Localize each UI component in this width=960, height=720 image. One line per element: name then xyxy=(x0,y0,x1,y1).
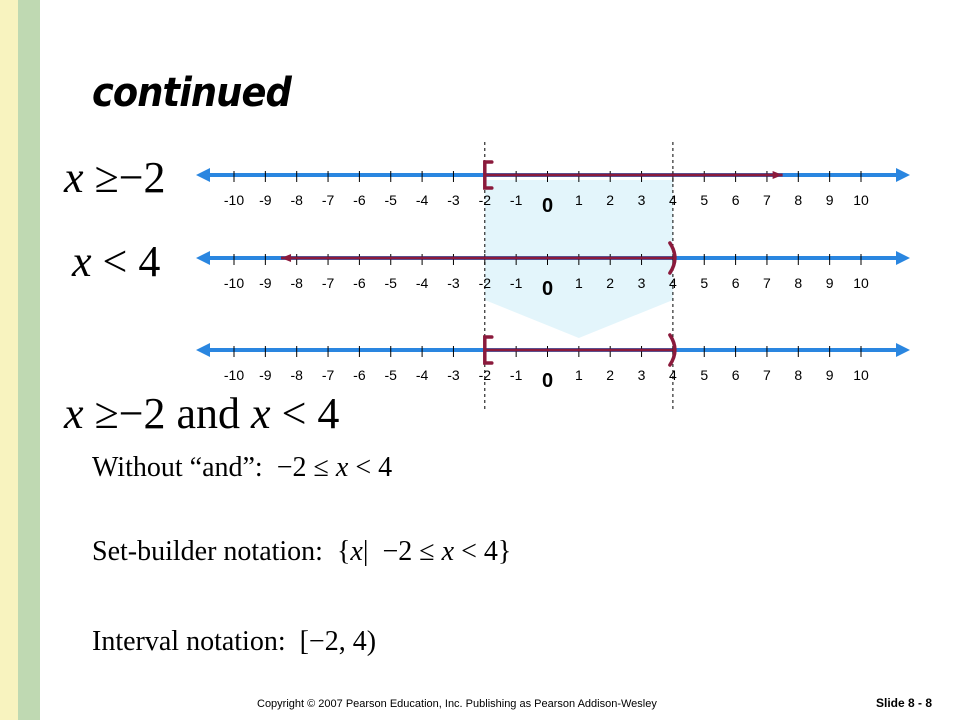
tick-label-3: 3 xyxy=(638,275,646,291)
tick-label-3: 3 xyxy=(638,367,646,383)
tick-label-5: 5 xyxy=(700,192,708,208)
slide-number: Slide 8 - 8 xyxy=(876,696,933,710)
tick-label-0: 0 xyxy=(542,278,553,300)
slide-title: continued xyxy=(92,70,292,116)
tick-label--4: -4 xyxy=(416,275,429,291)
axis-arrow-right xyxy=(896,343,910,357)
tick-label--5: -5 xyxy=(385,192,398,208)
tick-label-0: 0 xyxy=(542,370,553,392)
side-stripe-light xyxy=(0,0,18,720)
open-paren-1 xyxy=(668,333,677,367)
tick-label-7: 7 xyxy=(763,192,771,208)
solution-arrowhead xyxy=(281,254,292,262)
axis-arrow-right xyxy=(896,251,910,265)
tick-label--5: -5 xyxy=(385,275,398,291)
interval-statement: Interval notation: [−2, 4) xyxy=(92,626,377,657)
tick-label--7: -7 xyxy=(322,275,335,291)
tick-label--2: -2 xyxy=(479,275,492,291)
open-paren-0 xyxy=(668,241,677,275)
tick-label-1: 1 xyxy=(575,367,583,383)
tick-label--2: -2 xyxy=(479,367,492,383)
tick-label--7: -7 xyxy=(322,367,335,383)
tick-label--10: -10 xyxy=(224,275,244,291)
axis-arrow-left xyxy=(196,343,210,357)
tick-label-8: 8 xyxy=(794,367,802,383)
tick-label--3: -3 xyxy=(447,367,460,383)
solution-arrowhead xyxy=(772,171,783,179)
tick-label--7: -7 xyxy=(322,192,335,208)
side-stripe-green xyxy=(18,0,40,720)
tick-label--10: -10 xyxy=(224,192,244,208)
tick-label-5: 5 xyxy=(700,275,708,291)
tick-label-6: 6 xyxy=(732,275,740,291)
closed-bracket-0 xyxy=(483,160,494,190)
tick-label--3: -3 xyxy=(447,275,460,291)
tick-label-10: 10 xyxy=(853,367,869,383)
axis-arrow-left xyxy=(196,168,210,182)
tick-label--9: -9 xyxy=(259,192,272,208)
inequality-x-geq-minus-2: x ≥−2 xyxy=(64,153,166,202)
tick-label--1: -1 xyxy=(510,367,523,383)
tick-label-1: 1 xyxy=(575,275,583,291)
tick-label--1: -1 xyxy=(510,275,523,291)
tick-label--6: -6 xyxy=(353,275,366,291)
tick-label-4: 4 xyxy=(669,367,677,383)
tick-label--8: -8 xyxy=(290,275,303,291)
without-and-statement: Without “and”: −2 ≤ x < 4 xyxy=(92,452,393,483)
tick-label-5: 5 xyxy=(700,367,708,383)
tick-label-7: 7 xyxy=(763,275,771,291)
tick-label-4: 4 xyxy=(669,275,677,291)
tick-label--8: -8 xyxy=(290,367,303,383)
tick-label-1: 1 xyxy=(575,192,583,208)
tick-label--5: -5 xyxy=(385,367,398,383)
tick-label-10: 10 xyxy=(853,275,869,291)
tick-label-8: 8 xyxy=(794,275,802,291)
tick-label--9: -9 xyxy=(259,367,272,383)
tick-label-6: 6 xyxy=(732,367,740,383)
tick-label--10: -10 xyxy=(224,367,244,383)
set-builder-statement: Set-builder notation: {x| −2 ≤ x < 4} xyxy=(92,536,512,567)
inequality-x-lt-4: x < 4 xyxy=(72,237,161,286)
tick-label--4: -4 xyxy=(416,192,429,208)
tick-label-2: 2 xyxy=(606,275,614,291)
tick-label-2: 2 xyxy=(606,367,614,383)
tick-label-10: 10 xyxy=(853,192,869,208)
tick-label--6: -6 xyxy=(353,192,366,208)
tick-label-0: 0 xyxy=(542,195,553,217)
tick-label--8: -8 xyxy=(290,192,303,208)
tick-label-9: 9 xyxy=(826,367,834,383)
tick-label-8: 8 xyxy=(794,192,802,208)
closed-bracket-0 xyxy=(483,335,494,365)
axis-arrow-right xyxy=(896,168,910,182)
copyright-text: Copyright © 2007 Pearson Education, Inc.… xyxy=(257,698,657,710)
tick-label-7: 7 xyxy=(763,367,771,383)
inequality-combined: x ≥−2 and x < 4 xyxy=(64,389,340,438)
tick-label-4: 4 xyxy=(669,192,677,208)
tick-label-9: 9 xyxy=(826,275,834,291)
tick-label--1: -1 xyxy=(510,192,523,208)
tick-label-3: 3 xyxy=(638,192,646,208)
tick-label-2: 2 xyxy=(606,192,614,208)
tick-label-6: 6 xyxy=(732,192,740,208)
axis-arrow-left xyxy=(196,251,210,265)
tick-label--2: -2 xyxy=(479,192,492,208)
tick-label--9: -9 xyxy=(259,275,272,291)
tick-label--3: -3 xyxy=(447,192,460,208)
tick-label-9: 9 xyxy=(826,192,834,208)
tick-label--4: -4 xyxy=(416,367,429,383)
tick-label--6: -6 xyxy=(353,367,366,383)
